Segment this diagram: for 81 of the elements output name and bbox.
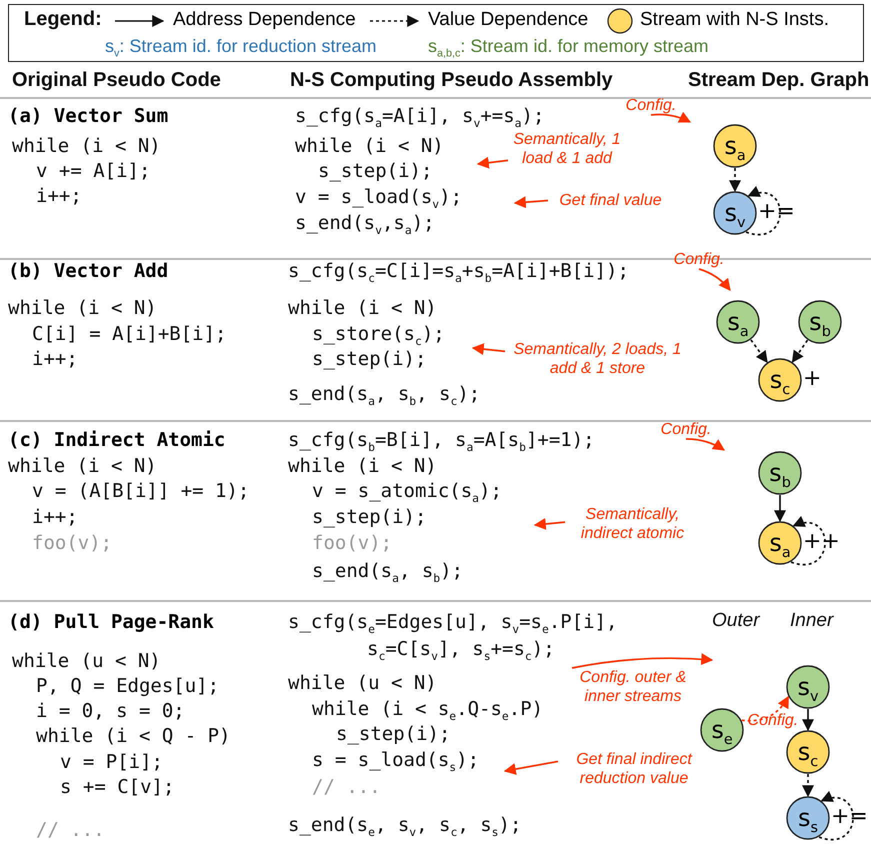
code-line: v = (A[B[i]] += 1); xyxy=(32,481,250,503)
code-line: s_end(s$_{v}$,s$_{a}$); xyxy=(295,213,435,237)
stream-node: s$_{c}$ xyxy=(758,358,802,402)
annotation-text: Config. xyxy=(668,250,730,270)
code-line: s_cfg(s$_{e}$=Edges[u], s$_{v}$=s$_{e}$.P[i], xyxy=(288,612,618,636)
stream-node: s$_{c}$ xyxy=(786,730,830,774)
code-line: s_cfg(s$_{c}$=C[i]=s$_{a}$+s$_{b}$=A[i]+B[i]); xyxy=(288,261,629,285)
code-line: while (i < N) xyxy=(8,456,157,478)
code-line: // ... xyxy=(312,777,381,799)
section-heading: (c) Indirect Atomic xyxy=(8,430,226,452)
stream-node: s$_{a}$ xyxy=(713,124,757,168)
code-line: while (i < N) xyxy=(8,298,157,320)
legend-title: Legend: xyxy=(24,8,102,31)
annotation-text: Semantically, 1 load & 1 add xyxy=(508,130,626,168)
code-line: v = P[i]; xyxy=(60,752,163,774)
code-line: s_store(s$_{c}$); xyxy=(312,324,445,348)
code-line: while (i < N) xyxy=(12,136,161,158)
annotation-text: Config. xyxy=(620,96,682,116)
code-line: s$_{c}$=C[s$_{v}$], s$_{s}$+=s$_{c}$); xyxy=(367,639,555,663)
code-line: s_end(s$_{e}$, s$_{v}$, s$_{c}$, s$_{s}$); xyxy=(288,815,522,839)
code-line: s_step(i); xyxy=(312,349,426,371)
annotation-text: Config. xyxy=(655,420,717,440)
code-line: while (u < N) xyxy=(12,651,161,673)
stream-node: s$_{a}$ xyxy=(758,521,802,565)
code-line: s_cfg(s$_{b}$=B[i], s$_{a}$=A[s$_{b}$]+=1); xyxy=(288,430,595,454)
code-line: s = s_load(s$_{s}$); xyxy=(312,750,480,774)
stream-node: s$_{e}$ xyxy=(700,708,744,752)
column-label: Outer xyxy=(712,610,760,632)
section-heading: (a) Vector Sum xyxy=(8,106,168,128)
code-line: v = s_atomic(s$_{a}$); xyxy=(312,481,502,505)
code-line: s_step(i); xyxy=(336,724,450,746)
code-line: while (i < Q - P) xyxy=(36,726,230,748)
code-line: s_step(i); xyxy=(318,161,432,183)
section-heading: (d) Pull Page-Rank xyxy=(8,612,214,634)
code-line: s += C[v]; xyxy=(60,777,174,799)
annotation-text: Semantically, indirect atomic xyxy=(565,505,700,544)
column-header: Stream Dep. Graph xyxy=(688,69,870,92)
code-line: // ... xyxy=(36,820,105,842)
code-line: while (i < N) xyxy=(288,456,437,478)
stream-node: s$_{v}$ xyxy=(786,665,830,709)
code-line: s_cfg(s$_{a}$=A[i], s$_{v}$+=s$_{a}$); xyxy=(295,106,544,130)
code-line: while (i < N) xyxy=(295,136,444,158)
code-line: while (i < N) xyxy=(288,298,437,320)
column-header: Original Pseudo Code xyxy=(12,69,221,92)
section-heading: (b) Vector Add xyxy=(8,261,168,283)
annotation-text: Get final value xyxy=(548,191,673,210)
code-line: s_end(s$_{a}$, s$_{b}$); xyxy=(312,561,464,585)
operator-label: + xyxy=(803,366,822,391)
annotation-text: Semantically, 2 loads, 1 add & 1 store xyxy=(505,340,690,378)
code-line: i++; xyxy=(36,186,82,208)
stream-node: s$_{b}$ xyxy=(758,451,802,495)
code-line: i = 0, s = 0; xyxy=(36,701,185,723)
code-line: while (u < N) xyxy=(288,673,437,695)
code-line: foo(v); xyxy=(32,533,112,555)
code-line: s_end(s$_{a}$, s$_{b}$, s$_{c}$); xyxy=(288,384,480,408)
stream-node: s$_{s}$ xyxy=(786,796,830,840)
edge-label: Config. xyxy=(748,712,798,730)
annotation-text: Get final indirect reduction value xyxy=(558,750,710,788)
code-line: i++; xyxy=(32,507,78,529)
legend-note: s$_{a,b,c}$: Stream id. for memory stream xyxy=(428,36,708,60)
code-line: P, Q = Edges[u]; xyxy=(36,676,220,698)
legend-text: Stream with N-S Insts. xyxy=(640,9,829,31)
column-header: N-S Computing Pseudo Assembly xyxy=(290,69,613,92)
code-line: while (i < s$_{e}$.Q-s$_{e}$.P) xyxy=(312,699,544,723)
operator-label: += xyxy=(831,804,868,829)
legend-text: Address Dependence xyxy=(173,9,356,31)
operator-label: ++ xyxy=(803,529,840,554)
column-label: Inner xyxy=(790,610,834,632)
legend-note: s$_{v}$: Stream id. for reduction stream xyxy=(105,36,377,60)
legend-text: Value Dependence xyxy=(428,9,588,31)
code-line: v = s_load(s$_{v}$); xyxy=(295,187,462,211)
operator-label: += xyxy=(758,199,795,224)
code-line: foo(v); xyxy=(312,533,392,555)
stream-node: s$_{b}$ xyxy=(798,300,842,344)
stream-node: s$_{v}$ xyxy=(713,191,757,235)
stream-node: s$_{a}$ xyxy=(716,300,760,344)
code-line: C[i] = A[i]+B[i]; xyxy=(32,324,226,346)
annotation-text: Config. outer & inner streams xyxy=(572,668,694,706)
code-line: s_step(i); xyxy=(312,507,426,529)
code-line: i++; xyxy=(32,349,78,371)
code-line: v += A[i]; xyxy=(36,161,150,183)
